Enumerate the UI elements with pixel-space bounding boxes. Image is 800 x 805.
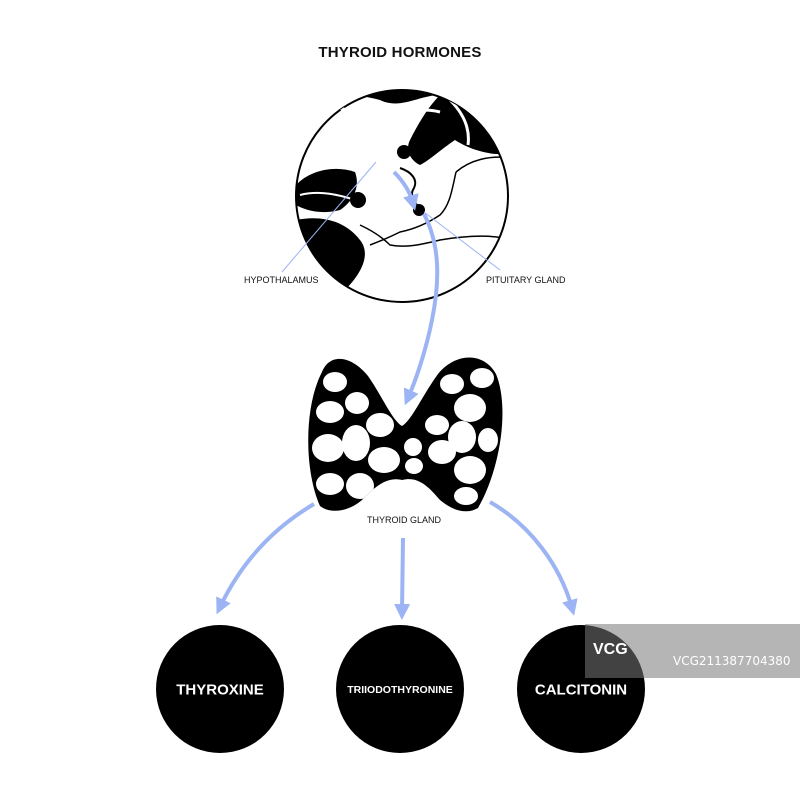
thyroxine-label: THYROXINE bbox=[176, 681, 264, 699]
hypothalamus-to-pituitary-arrow bbox=[392, 170, 419, 211]
thyroid-gland-illustration bbox=[308, 357, 503, 512]
calcitonin-label: CALCITONIN bbox=[534, 681, 628, 699]
pituitary-gland-dot bbox=[413, 204, 425, 216]
hypothalamus-label: HYPOTHALAMUS bbox=[244, 275, 319, 285]
pituitary-to-thyroid-arrow bbox=[403, 213, 440, 406]
hypothalamus-pointer bbox=[281, 161, 377, 273]
thyroxine-circle bbox=[156, 625, 284, 753]
thyroid-to-calcitonin-arrow bbox=[489, 500, 578, 616]
brain-head-illustration bbox=[295, 89, 509, 303]
diagram-title: THYROID HORMONES bbox=[318, 44, 482, 61]
thyroid-to-triiodothyronine-arrow bbox=[394, 537, 411, 620]
watermark-logo: VCG bbox=[593, 641, 628, 658]
watermark-id: VCG211387704380 bbox=[673, 654, 791, 668]
watermark: VCG VCG211387704380 bbox=[585, 624, 800, 678]
pituitary-gland-label: PITUITARY GLAND bbox=[486, 275, 566, 285]
thyroid-gland-label: THYROID GLAND bbox=[367, 515, 442, 525]
triiodothyronine-label: TRIIODOTHYRONINE bbox=[347, 684, 453, 696]
pituitary-pointer bbox=[423, 211, 501, 271]
thyroid-to-thyroxine-arrow bbox=[216, 502, 316, 615]
triiodothyronine-circle bbox=[336, 625, 464, 753]
